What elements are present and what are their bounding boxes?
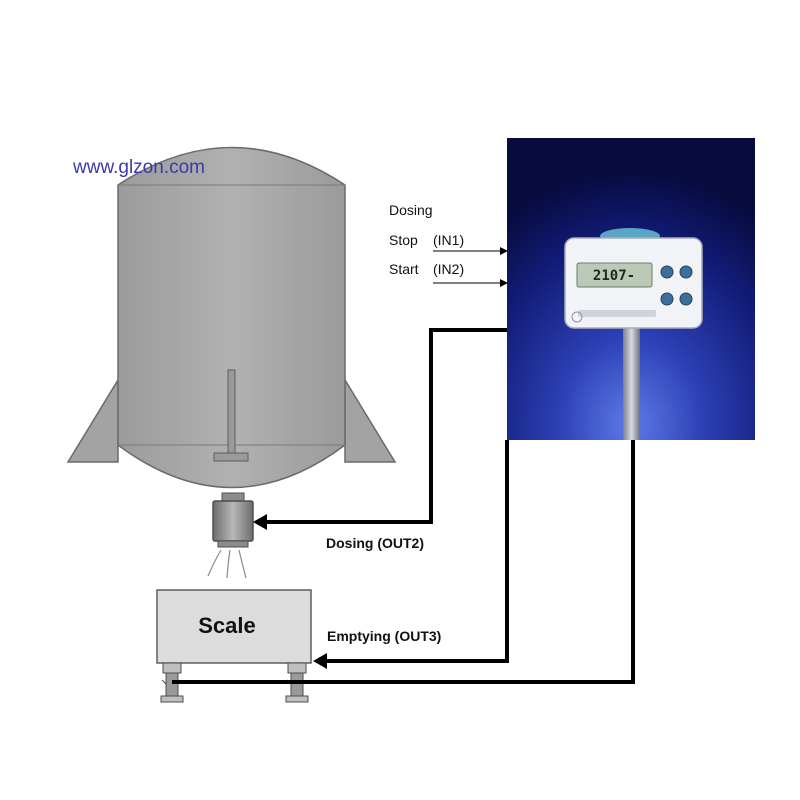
stop-label: Stop <box>389 232 418 248</box>
dosing-out2-wire <box>266 328 507 524</box>
start-label: Start <box>389 261 419 277</box>
agitator-blade <box>213 452 249 462</box>
emptying-out3-label: Emptying (OUT3) <box>327 628 441 644</box>
indicator-button-2 <box>679 265 693 279</box>
controller-pole <box>623 322 640 440</box>
tank-fin-left <box>66 377 119 463</box>
load-cell-signal-wire <box>172 440 635 684</box>
material-stream-1 <box>207 549 222 577</box>
watermark: www.glzon.com <box>72 157 205 178</box>
stop-input-label: (IN1) <box>433 232 464 248</box>
indicator-button-3 <box>660 292 674 306</box>
indicator-reading: 2107- <box>593 268 635 284</box>
scale-label: Scale <box>198 613 256 638</box>
scale-box <box>156 589 312 664</box>
indicator-label-strip <box>578 310 656 317</box>
dosing-heading: Dosing <box>389 202 433 218</box>
indicator-lcd <box>576 262 653 288</box>
load-cell-left <box>160 662 184 703</box>
valve-outlet <box>217 540 249 548</box>
indicator-button-1 <box>660 265 674 279</box>
agitator-shaft <box>227 369 236 456</box>
emptying-out3-arrowhead <box>313 653 327 669</box>
emptying-out3-wire <box>327 440 509 663</box>
tank-fin-right <box>344 377 397 463</box>
indicator-logo <box>571 311 583 323</box>
material-stream-3 <box>238 549 247 579</box>
indicator-button-4 <box>679 292 693 306</box>
dosing-out2-label: Dosing (OUT2) <box>326 535 424 551</box>
valve-neck <box>221 492 245 502</box>
dosing-valve <box>212 500 254 542</box>
start-input-label: (IN2) <box>433 261 464 277</box>
dosing-out2-arrowhead <box>253 514 267 530</box>
material-stream-2 <box>226 549 231 579</box>
